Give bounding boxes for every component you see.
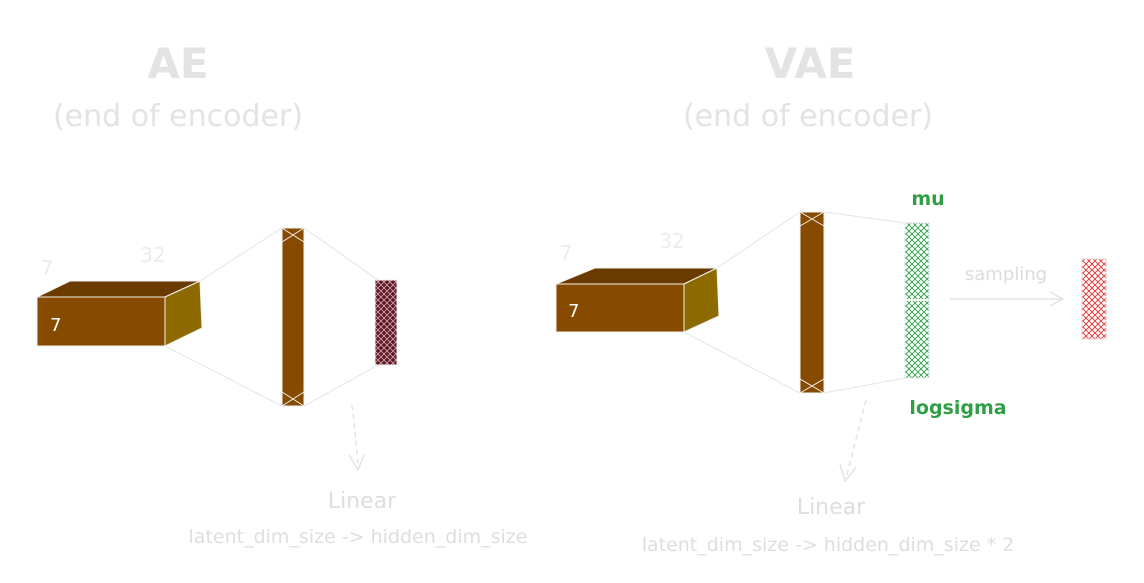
ae-linear-arrow [348,404,365,472]
ae-flatten-bar [281,227,305,407]
vae-connection-lines [683,211,906,394]
ae-box-front-face [36,296,166,347]
ae-linear-label: Linear [328,489,397,514]
ae-subtitle: (end of encoder) [53,99,303,134]
vae-box-label: 7 [568,301,579,322]
vae-width-dim-label: 32 [659,229,684,253]
vae-box-front-face [555,283,685,333]
vae-linear-arrow [839,399,867,483]
ae-box-label: 7 [50,315,61,336]
ae-linear-detail: latent_dim_size -> hidden_dim_size [189,526,528,548]
ae-title: AE [147,39,208,88]
vae-mu-logsigma-vector [904,222,930,379]
ae-feature-map-box: 7 [36,280,203,347]
vae-flatten-bar [799,211,825,394]
ae-width-dim-label: 32 [140,243,165,267]
vae-logsigma-label: logsigma [909,397,1006,419]
vae-title: VAE [765,39,856,88]
vae-sampling-arrow [950,291,1065,307]
ae-depth-dim-label: 7 [41,256,54,280]
vae-feature-map-box: 7 [555,267,720,333]
ae-latent-vector [374,279,398,366]
vae-sampled-latent-vector [1081,258,1107,340]
ae-connection-lines [164,227,379,407]
vae-section: VAE (end of encoder) 7 32 7 mu [555,39,1107,556]
vae-subtitle: (end of encoder) [683,99,933,134]
vae-sampling-label: sampling [965,264,1047,285]
vae-linear-label: Linear [797,495,866,520]
vae-mu-label: mu [911,188,944,210]
vae-linear-detail: latent_dim_size -> hidden_dim_size * 2 [642,534,1015,556]
vae-depth-dim-label: 7 [560,241,573,265]
ae-section: AE (end of encoder) 7 32 7 [36,39,528,548]
